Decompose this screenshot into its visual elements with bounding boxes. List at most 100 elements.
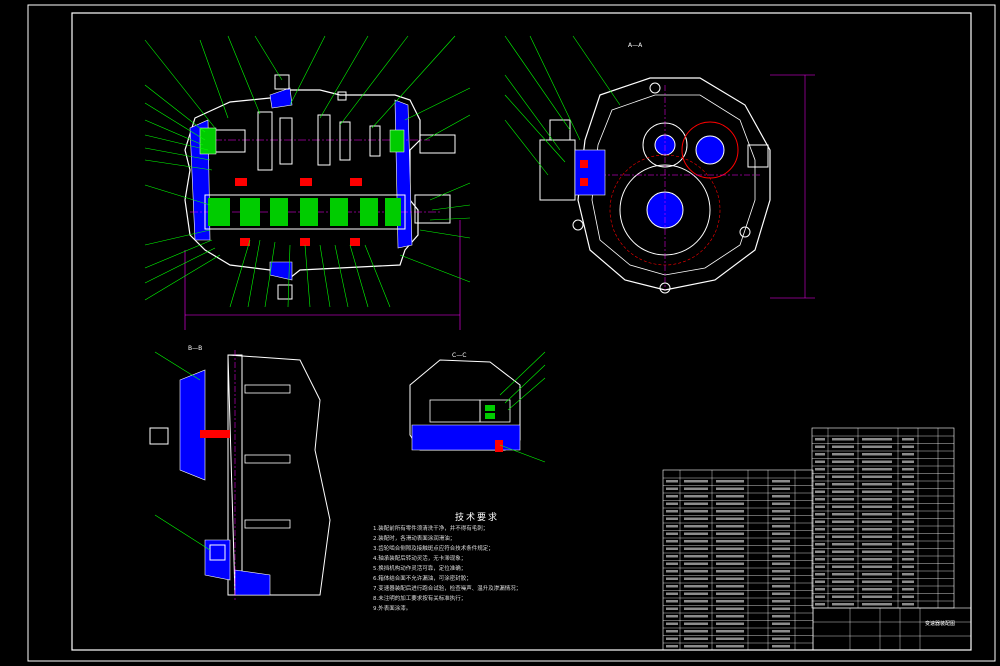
table-cell-text [862,573,892,576]
table-cell-text [684,502,708,505]
table-cell-text [716,547,744,550]
technical-requirement-item: 3.齿轮啮合侧隙及接触斑点应符合技术条件规定； [373,546,494,552]
table-cell-text [862,453,892,456]
sheet-outer-border [27,4,996,662]
table-cell-text [815,595,825,598]
leader-lines-c-c [499,351,546,463]
table-cell-text [832,520,854,523]
table-cell-text [832,573,854,576]
table-cell-text [772,555,790,558]
sheet-inner-border [71,12,972,651]
table-cell-text [684,570,708,573]
table-cell-text [815,565,825,568]
table-cell-text [716,480,744,483]
table-cell-text [716,517,744,520]
table-cell-text [716,592,744,595]
table-cell-text [815,520,825,523]
table-cell-text [832,543,854,546]
table-cell-text [772,637,790,640]
table-cell-text [862,498,892,501]
table-cell-text [832,528,854,531]
table-cell-text [862,475,892,478]
table-cell-text [815,468,825,471]
table-cell-text [772,540,790,543]
table-cell-text [716,562,744,565]
table-cell-text [815,438,825,441]
table-cell-text [815,573,825,576]
table-cell-text [815,580,825,583]
table-cell-text [666,495,678,498]
table-cell-text [902,550,914,553]
table-cell-text [832,483,854,486]
leader-lines-b-b [154,351,211,551]
technical-requirements-title: 技术要求 [455,513,500,523]
table-cell-text [772,585,790,588]
technical-requirements-list: 1.装配前所有零件须清洗干净，并不得有毛刺；2.装配时，各滑动表面涂润滑油；3.… [373,524,663,614]
table-cell-text [716,495,744,498]
table-cell-text [666,592,678,595]
table-cell-text [666,622,678,625]
table-cell-text [666,502,678,505]
table-cell-text [832,453,854,456]
table-cell-text [832,565,854,568]
table-cell-text [666,532,678,535]
table-cell-text [815,603,825,606]
table-cell-text [684,532,708,535]
table-cell-text [666,547,678,550]
technical-requirement-item: 5.换挡机构动作灵活可靠，定位准确； [373,566,467,572]
table-cell-text [862,505,892,508]
table-cell-text [815,550,825,553]
table-cell-text [902,573,914,576]
technical-requirement-item: 6.箱体结合面不允许漏油，可涂密封胶； [373,576,472,582]
table-cell-text [716,622,744,625]
table-cell-text [772,495,790,498]
table-cell-text [684,600,708,603]
parts-list-table [662,427,972,651]
table-cell-text [862,490,892,493]
table-cell-text [684,585,708,588]
table-cell-text [716,510,744,513]
table-cell-text [902,558,914,561]
table-cell-text [716,555,744,558]
table-cell-text [862,543,892,546]
technical-requirement-item: 2.装配时，各滑动表面涂润滑油； [373,536,456,542]
table-cell-text [684,540,708,543]
table-cell-text [862,528,892,531]
table-cell-text [862,535,892,538]
section-c-c-view [409,359,521,452]
table-cell-text [684,547,708,550]
parts-list-rows [663,428,971,650]
table-cell-text [902,460,914,463]
table-cell-text [815,528,825,531]
leader-lines-a-a [504,35,621,176]
table-cell-text [832,475,854,478]
table-cell-text [666,637,678,640]
table-cell-text [815,490,825,493]
table-cell-text [902,445,914,448]
technical-requirement-item: 7.变速器装配后进行跑合试验，检查噪声、温升及渗漏情况； [373,586,522,592]
table-cell-text [716,487,744,490]
table-cell-text [815,453,825,456]
parts-list-fill [666,438,914,648]
table-cell-text [862,445,892,448]
table-cell-text [772,615,790,618]
table-cell-text [684,555,708,558]
table-cell-text [862,438,892,441]
table-cell-text [772,577,790,580]
table-cell-text [666,630,678,633]
table-cell-text [772,517,790,520]
technical-requirement-item: 9.外表面涂漆。 [373,606,412,612]
table-cell-text [815,558,825,561]
table-cell-text [832,580,854,583]
table-cell-text [832,588,854,591]
table-cell-text [902,438,914,441]
table-cell-text [684,615,708,618]
table-cell-text [772,510,790,513]
table-cell-text [815,588,825,591]
table-cell-text [815,535,825,538]
table-cell-text [684,495,708,498]
table-cell-text [862,558,892,561]
table-cell-text [815,505,825,508]
table-cell-text [832,490,854,493]
